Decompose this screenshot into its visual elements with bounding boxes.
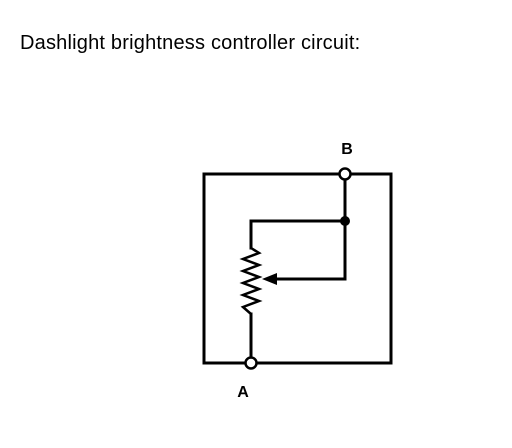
- terminal-a: [244, 356, 258, 370]
- terminal-b: [338, 167, 352, 181]
- junction-dot: [340, 216, 350, 226]
- outer-wire-left: [202, 172, 347, 365]
- wiper-arrow-head: [262, 273, 277, 285]
- terminal-a-label: A: [237, 384, 249, 401]
- wire-junction-to-wiper: [274, 219, 347, 281]
- diagram-title: Dashlight brightness controller circuit:: [20, 32, 361, 54]
- wire-junction-to-resistor: [249, 219, 347, 250]
- outer-wire-right: [249, 172, 393, 365]
- resistor-symbol: [239, 246, 263, 315]
- terminal-b-label: B: [341, 141, 353, 158]
